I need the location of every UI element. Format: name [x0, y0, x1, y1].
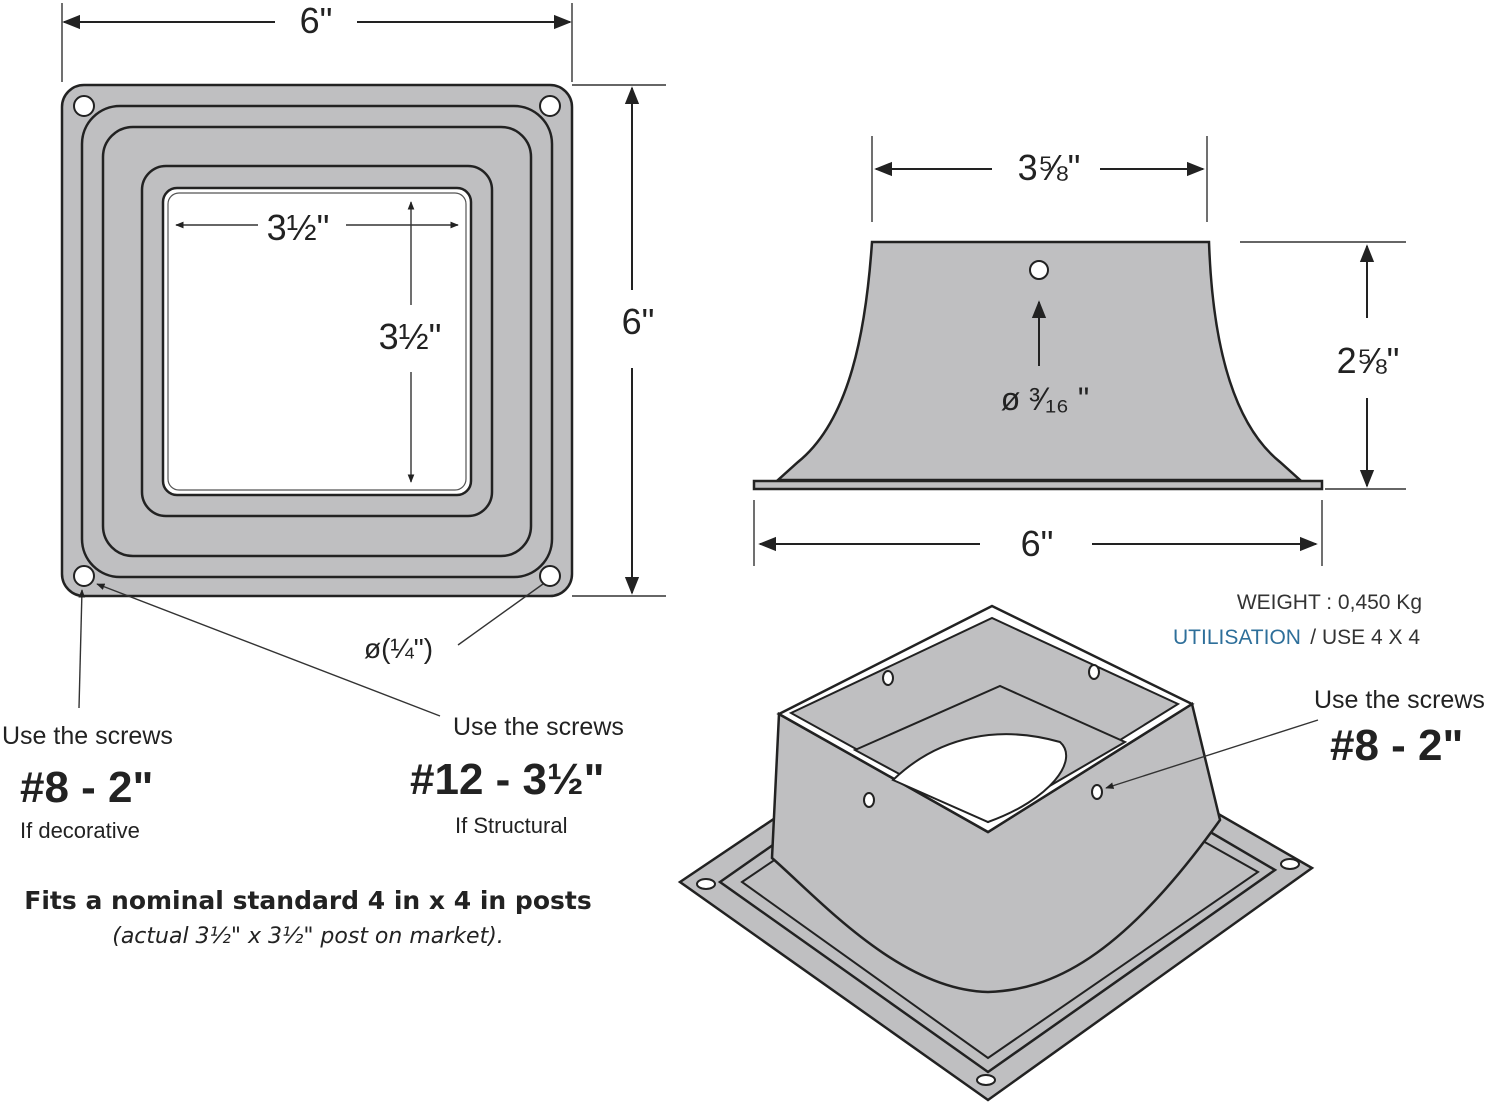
mount-hole-bottom-right	[539, 565, 561, 587]
decorative-screw-size: #8 - 2"	[20, 763, 153, 812]
plate-rim-inner	[101, 125, 533, 558]
post-opening	[161, 186, 473, 497]
utilisation-label: UTILISATION	[1173, 626, 1301, 649]
decorative-heading: Use the screws	[2, 722, 173, 750]
structural-heading: Use the screws	[453, 713, 624, 741]
weight-label: WEIGHT : 0,450 Kg	[1237, 591, 1422, 614]
sleeve-outer	[140, 164, 494, 518]
side-base-width-label: 6"	[1021, 523, 1054, 564]
base-flange-profile	[752, 479, 1324, 491]
side-top-width-label: 3⅝"	[1018, 147, 1081, 188]
side-hole-diameter-label: ø ³⁄₁₆ "	[1001, 381, 1089, 417]
iso-heading: Use the screws	[1314, 686, 1485, 714]
side-view: 3⅝" 2⅝" ø ³⁄₁₆ " 6"	[752, 136, 1406, 566]
decorative-leader-line	[78, 589, 86, 709]
mount-hole-top-left	[73, 95, 95, 117]
side-screw-hole	[1029, 260, 1049, 280]
hole-leader-line	[457, 583, 544, 646]
inner-height-label: 3½"	[379, 316, 442, 357]
fit-note-main: Fits a nominal standard 4 in x 4 in post…	[24, 886, 591, 915]
plate-rim-outer	[80, 104, 554, 579]
iso-hole-4	[1091, 784, 1103, 800]
iso-sleeve-front	[770, 702, 1222, 994]
fit-note: Fits a nominal standard 4 in x 4 in post…	[24, 886, 591, 949]
mount-hole-top-right	[539, 95, 561, 117]
inner-width-label: 3½"	[267, 207, 330, 248]
top-height-label: 6"	[622, 301, 655, 342]
top-width-label: 6"	[300, 0, 333, 41]
iso-leader-line	[1105, 719, 1319, 789]
structural-screw-callout: Use the screws #12 - 3½" If Structural	[410, 713, 624, 838]
specs: WEIGHT : 0,450 Kg UTILISATION / USE 4 X …	[1173, 591, 1422, 649]
structural-leader-line	[96, 583, 441, 717]
hole-diameter-label: ø(¼")	[364, 633, 433, 664]
iso-hole-2	[1088, 664, 1100, 680]
decorative-note: If decorative	[20, 818, 140, 843]
decorative-screw-callout: Use the screws #8 - 2" If decorative	[2, 722, 173, 843]
fit-note-sub: (actual 3½" x 3½" post on market).	[112, 924, 504, 949]
structural-note: If Structural	[455, 813, 567, 838]
use-label: / USE 4 X 4	[1310, 626, 1420, 649]
iso-screw-size: #8 - 2"	[1330, 721, 1463, 770]
iso-plate-hole-left	[696, 878, 716, 890]
mount-hole-bottom-left	[73, 565, 95, 587]
top-view: 6" 6" 3½" 3½" ø(¼")	[60, 0, 666, 717]
iso-screw-callout: Use the screws #8 - 2"	[1314, 686, 1485, 770]
iso-plate-hole-right	[1280, 858, 1300, 870]
side-height-label: 2⅝"	[1337, 340, 1400, 381]
iso-hole-3	[863, 792, 875, 808]
iso-hole-1	[882, 670, 894, 686]
isometric-view	[677, 604, 1319, 1102]
structural-screw-size: #12 - 3½"	[410, 755, 605, 804]
iso-plate-hole-bottom	[976, 1074, 996, 1086]
iso-inner-opening	[891, 733, 1067, 824]
